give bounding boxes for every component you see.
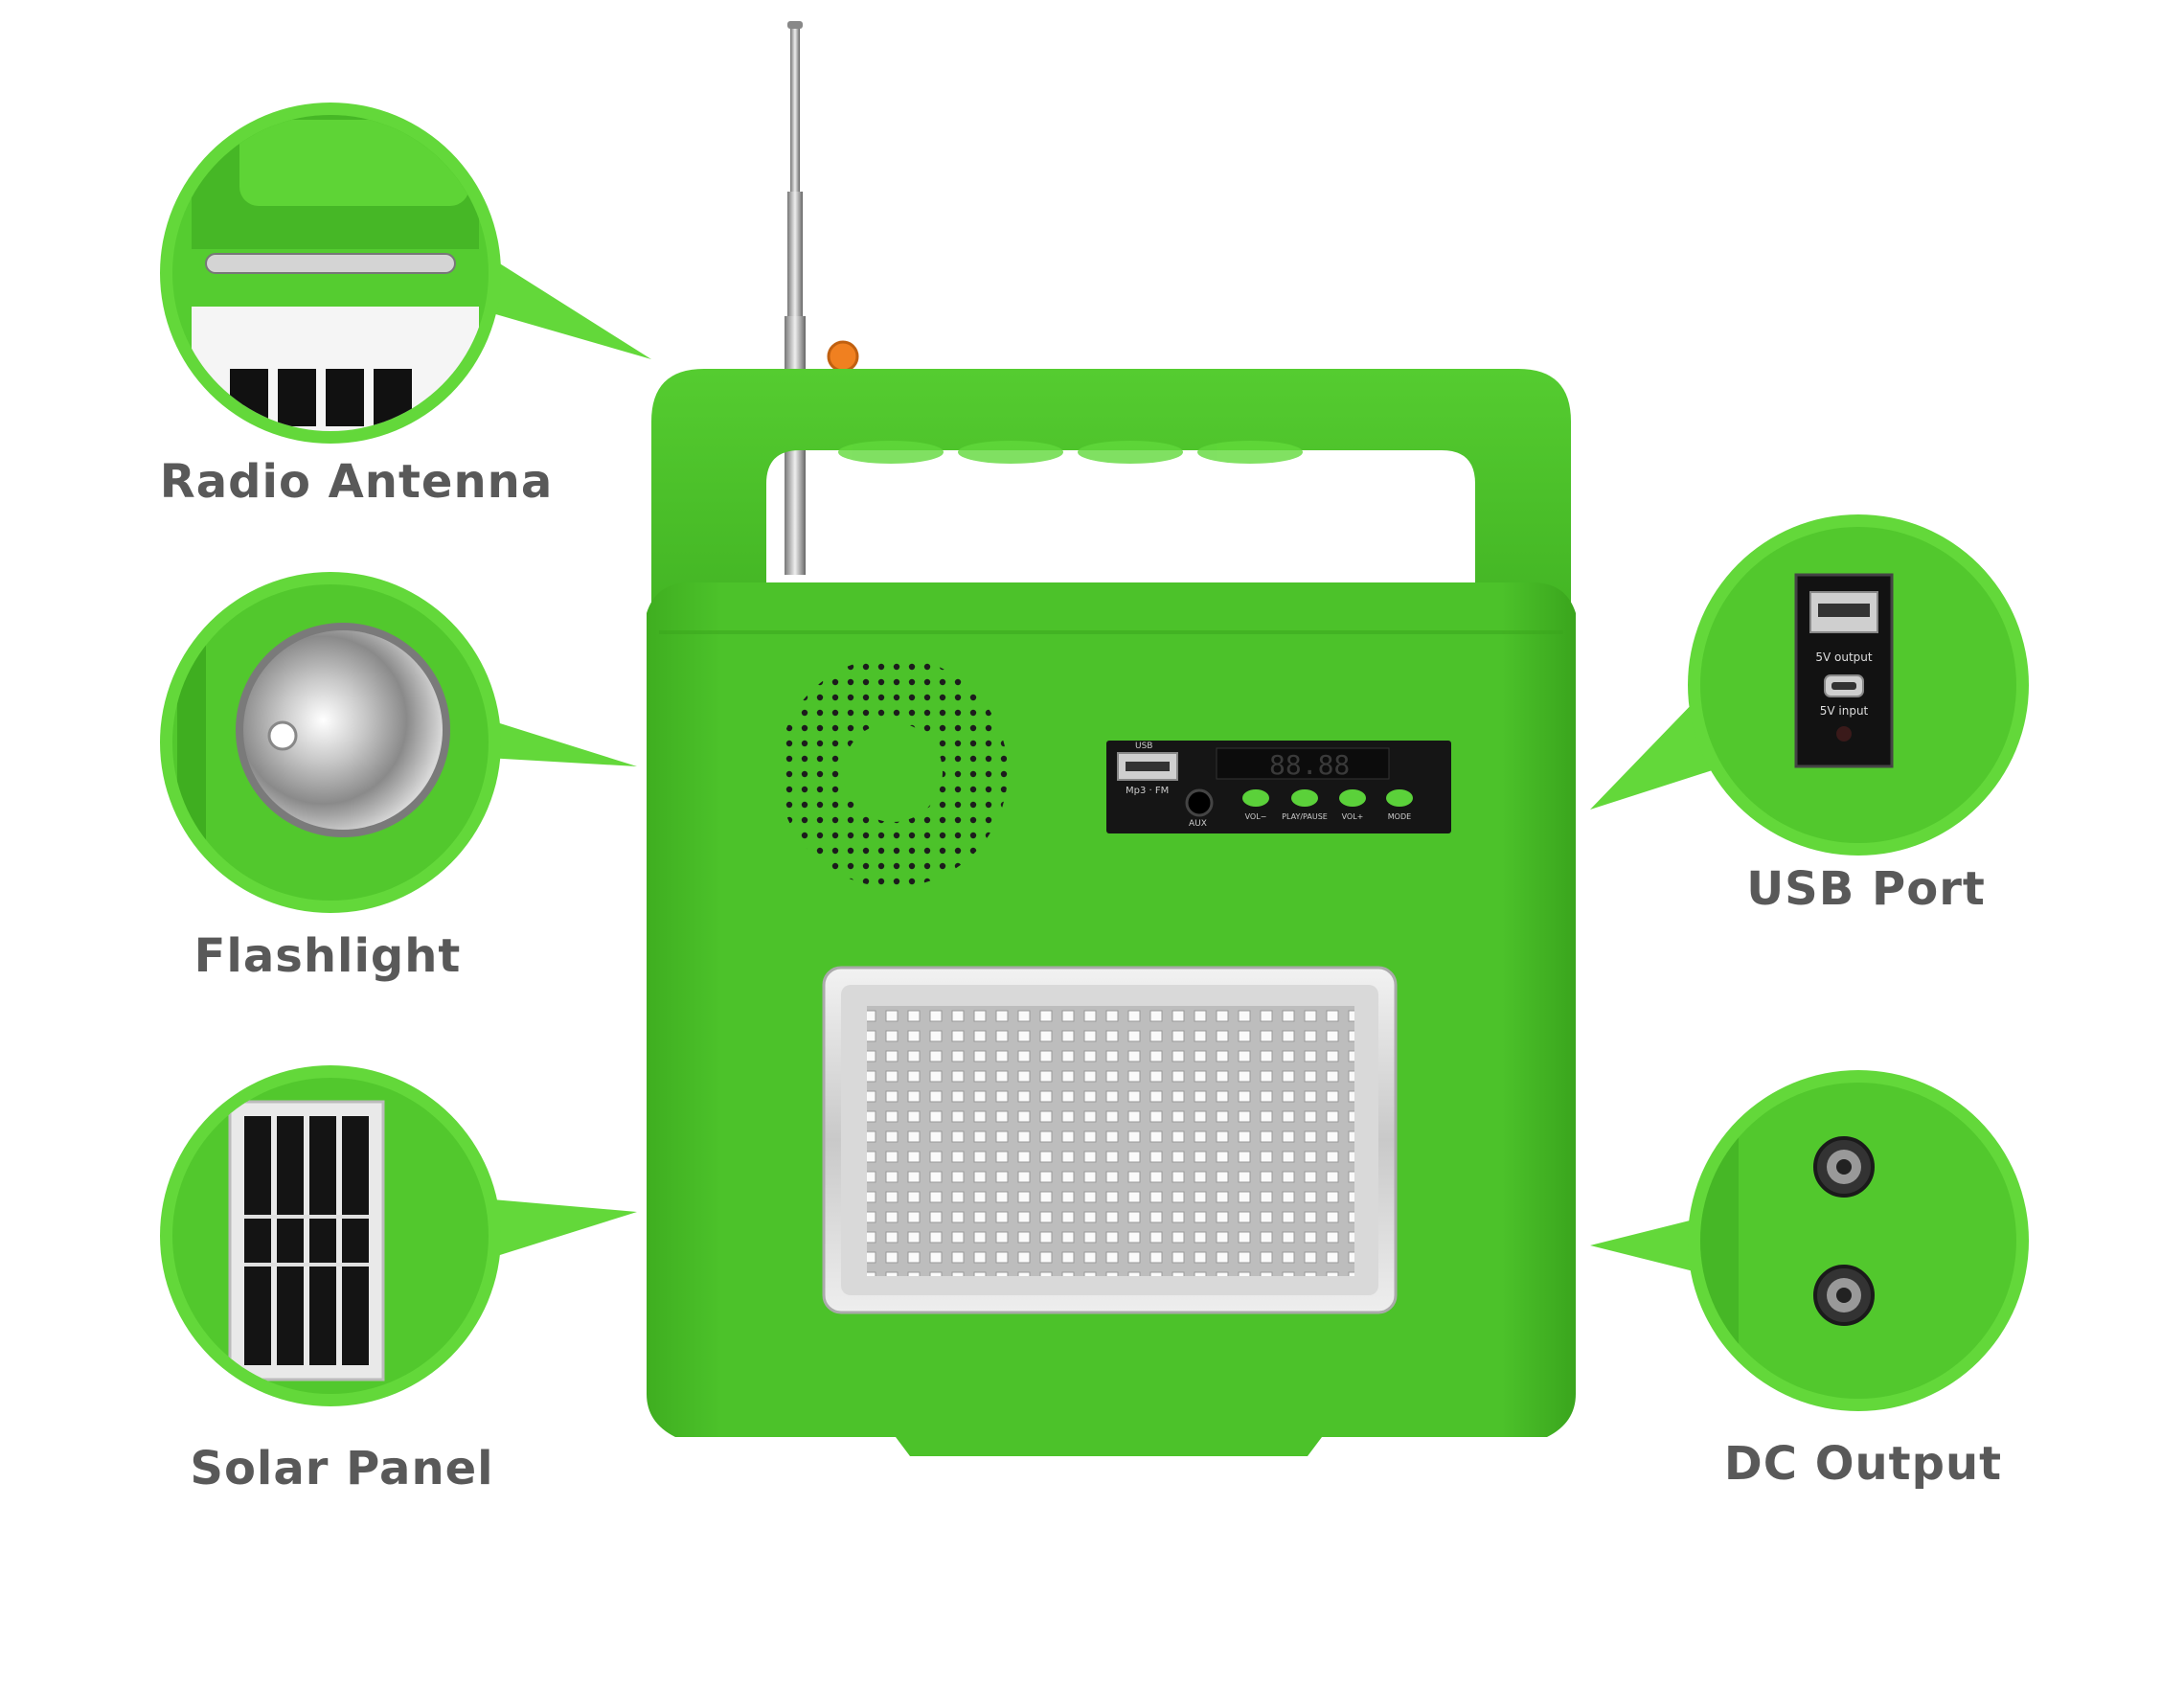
aux-jack[interactable] [1185, 788, 1214, 817]
flashlight-led [267, 720, 298, 751]
usb-output-label: 5V output [1815, 650, 1873, 664]
carry-handle [651, 369, 1571, 613]
label-solar-panel: Solar Panel [190, 1442, 494, 1495]
flashlight-closeup [172, 584, 489, 901]
lcd-display [1216, 747, 1390, 780]
callout-radio-antenna [160, 103, 651, 444]
control-buttons: VOL− PLAY/PAUSE VOL+ MODE [1242, 789, 1413, 821]
led-lamp [822, 966, 1398, 1314]
vol-down-label: VOL− [1245, 812, 1267, 821]
flashlight-reflector [243, 630, 443, 830]
vol-down-button[interactable] [1242, 789, 1269, 807]
usb-input-label: 5V input [1820, 704, 1869, 718]
callout-solar-panel [160, 1065, 637, 1406]
label-flashlight: Flashlight [193, 929, 462, 983]
vol-up-button[interactable] [1339, 789, 1366, 807]
antenna-closeup [172, 115, 489, 431]
solar-panel-closeup [172, 1078, 489, 1394]
callout-flashlight [160, 572, 637, 913]
aux-label: AUX [1189, 819, 1207, 829]
mode-button[interactable] [1386, 789, 1413, 807]
speaker-grille [778, 657, 1008, 887]
label-dc-output: DC Output [1723, 1437, 2003, 1491]
control-panel: USB Mp3 · FM AUX 88.88 VOL− PLAY/PAUSE V… [1106, 741, 1451, 833]
mode-label: MODE [1388, 812, 1411, 821]
callout-dc-output [1590, 1070, 2029, 1411]
dc-output-closeup [1700, 1083, 2016, 1399]
callout-usb-port: 5V output 5V input [1590, 514, 2029, 856]
lcd-digits: 88.88 [1269, 749, 1350, 781]
play-pause-button[interactable] [1291, 789, 1318, 807]
usb-slot-label: USB [1135, 742, 1152, 751]
antenna [785, 21, 859, 575]
led-array [867, 1006, 1354, 1276]
antenna-tip [827, 340, 859, 373]
label-usb-port: USB Port [1746, 862, 1986, 916]
mode-indicator-label: Mp3 · FM [1126, 786, 1169, 796]
label-radio-antenna: Radio Antenna [159, 455, 554, 509]
handle-grip [838, 441, 1303, 464]
usb-port-closeup: 5V output 5V input [1700, 527, 2016, 843]
play-pause-label: PLAY/PAUSE [1282, 812, 1328, 821]
vol-up-label: VOL+ [1342, 812, 1364, 821]
